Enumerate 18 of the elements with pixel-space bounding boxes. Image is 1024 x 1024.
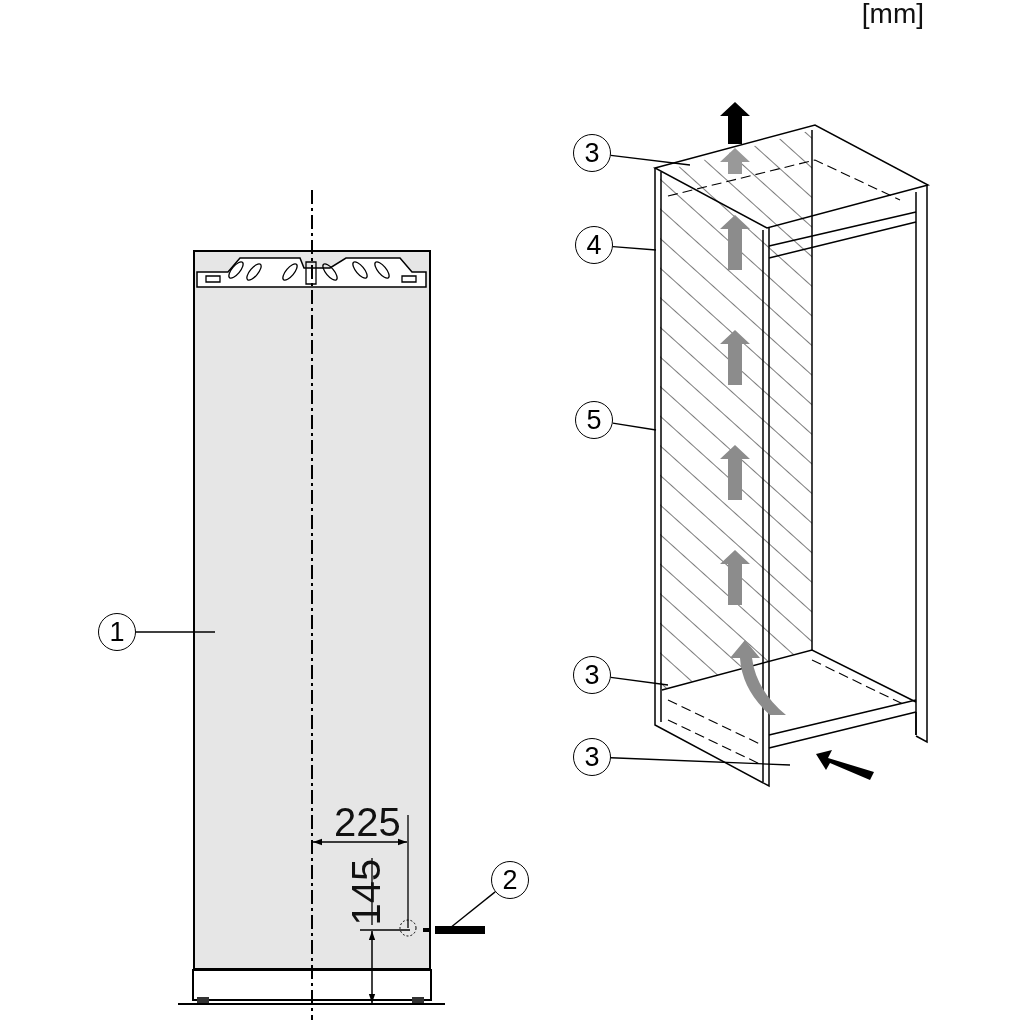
- appliance-front-panel: [193, 250, 431, 970]
- callout-number: 5: [575, 401, 613, 439]
- leader-line: [449, 891, 496, 929]
- leader-line: [612, 245, 657, 251]
- callout-number: 2: [491, 861, 529, 899]
- dimension-value: 225: [334, 802, 401, 842]
- callout-number: 3: [573, 134, 611, 172]
- leader-line: [610, 757, 791, 766]
- dimension-value: 145: [346, 858, 387, 926]
- callout-number: 3: [573, 656, 611, 694]
- callout-number: 3: [573, 738, 611, 776]
- callout-number: 4: [575, 226, 613, 264]
- leader-line: [612, 422, 657, 431]
- leader-line: [610, 676, 669, 686]
- callout-number: 1: [98, 613, 136, 651]
- leader-line: [610, 154, 691, 166]
- leader-line: [135, 631, 216, 633]
- unit-label: [mm]: [861, 0, 924, 28]
